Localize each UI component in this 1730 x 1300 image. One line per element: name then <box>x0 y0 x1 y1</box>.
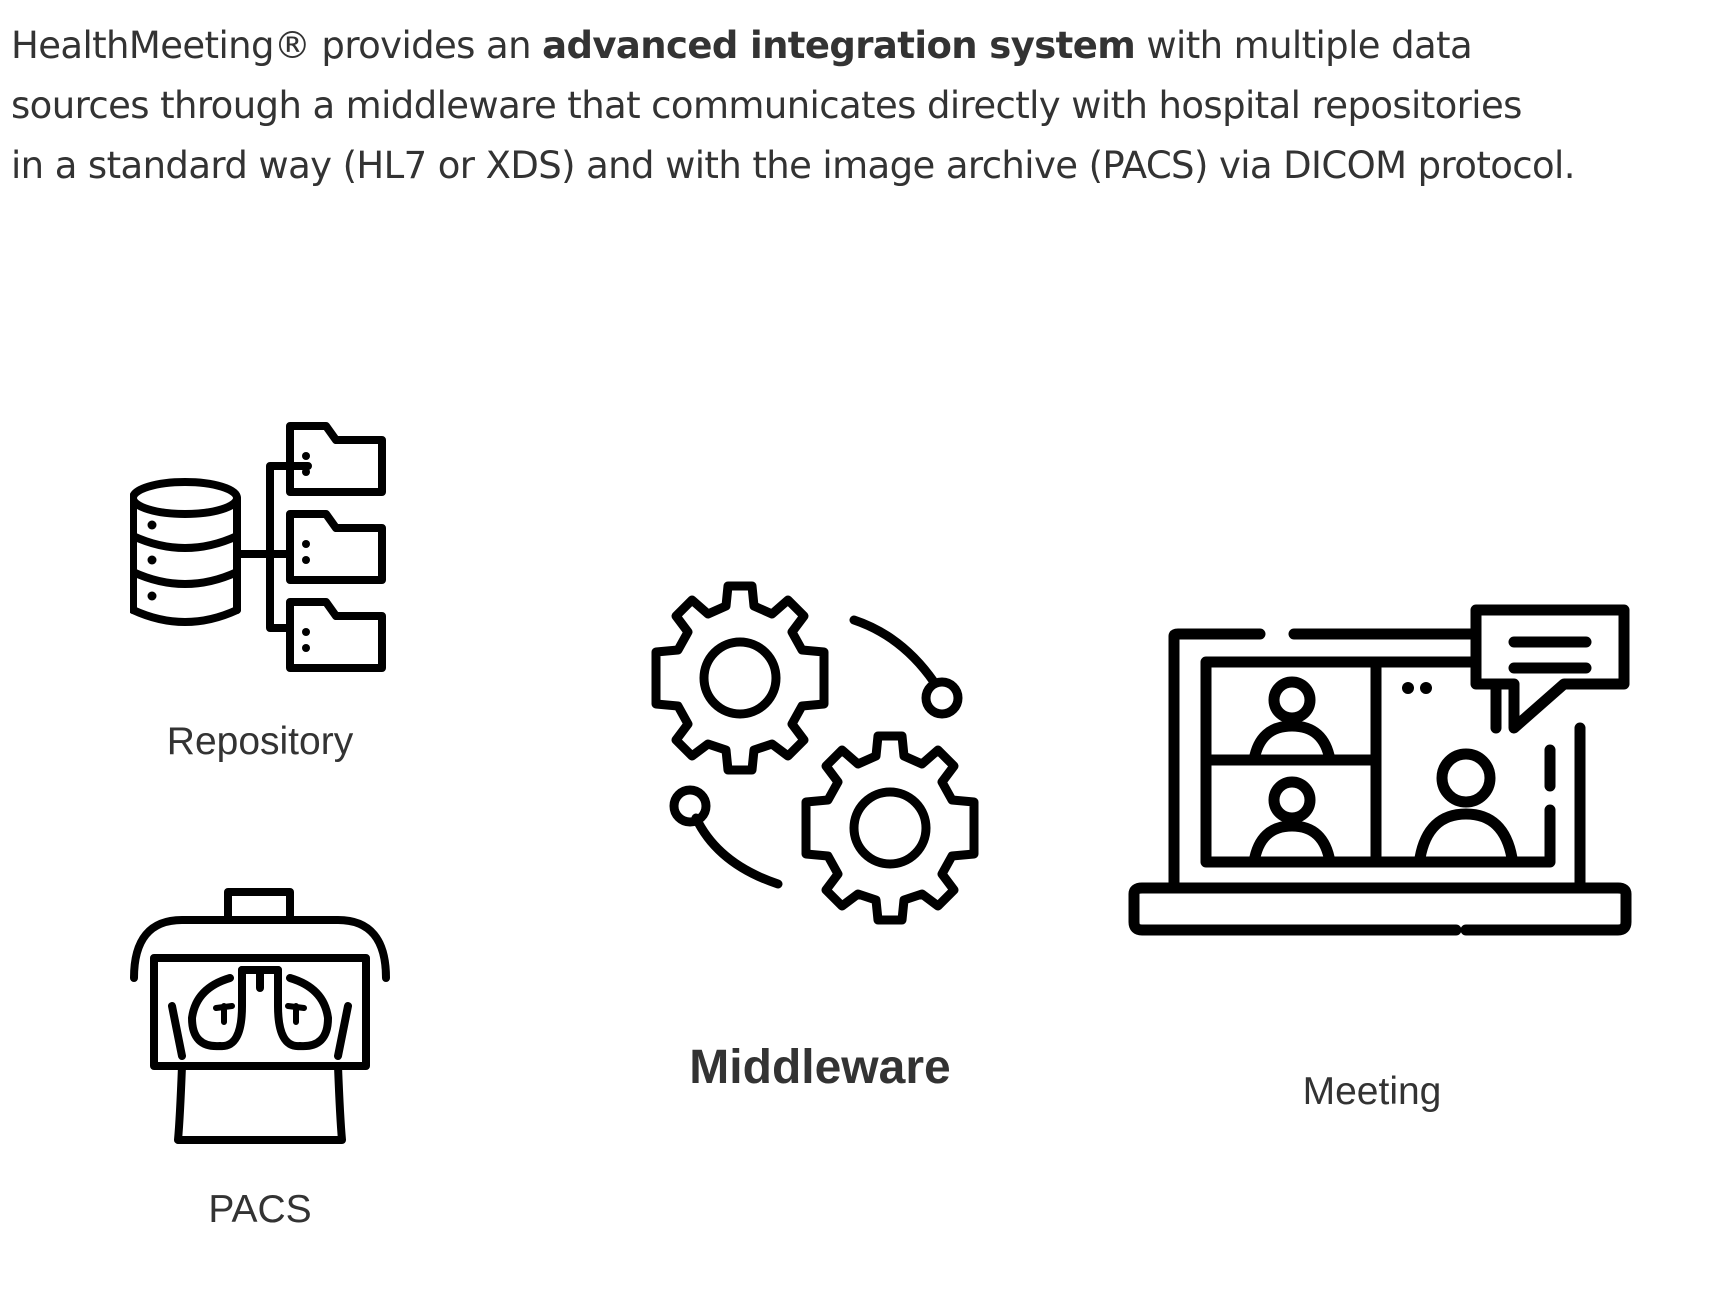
intro-paragraph: HealthMeeting® provides an advanced inte… <box>11 16 1711 196</box>
intro-line-2: sources through a middleware that commun… <box>11 84 1522 127</box>
intro-line-1: HealthMeeting® provides an advanced inte… <box>11 16 1711 76</box>
database-folders-icon <box>130 422 386 672</box>
intro-text: HealthMeeting® provides an <box>11 24 543 67</box>
intro-bold-text: advanced integration system <box>542 24 1136 67</box>
middleware-node <box>640 578 1000 938</box>
middleware-label: Middleware <box>689 1041 951 1094</box>
intro-line-3: in a standard way (HL7 or XDS) and with … <box>11 144 1575 187</box>
gears-icon <box>651 581 979 925</box>
video-conference-laptop-icon <box>1128 604 1632 936</box>
pacs-label: PACS <box>208 1188 312 1231</box>
xray-lungs-icon <box>130 888 390 1144</box>
meeting-label: Meeting <box>1302 1070 1442 1113</box>
repository-node <box>130 420 400 680</box>
pacs-node <box>130 888 390 1148</box>
meeting-node <box>1126 600 1636 940</box>
intro-text: with multiple data <box>1135 24 1473 67</box>
repository-label: Repository <box>166 720 354 763</box>
